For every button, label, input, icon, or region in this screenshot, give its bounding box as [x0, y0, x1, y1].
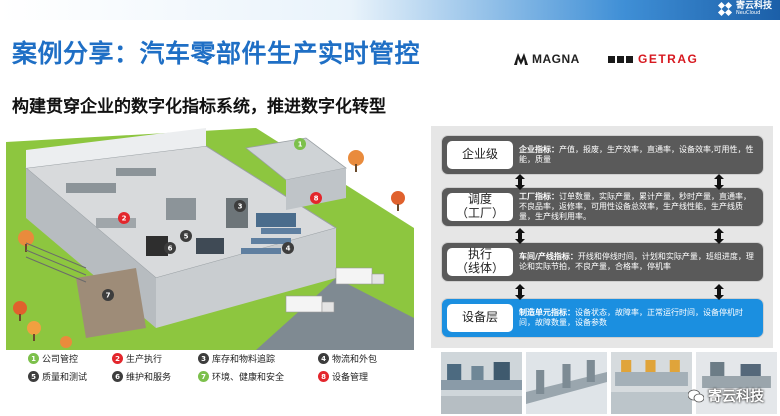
- production-line-photo: [526, 352, 607, 414]
- level-name-box: 设备层: [447, 304, 513, 332]
- legend-item: 4 物流和外包: [318, 352, 418, 365]
- production-line-photo: [696, 352, 777, 414]
- level-text: 开线和停线时间，计划和实际产量，班组进度，理论和实际节拍，不良产量，合格率，停机…: [519, 251, 754, 271]
- legend-item: 5 质量和测试: [28, 370, 112, 383]
- getrag-bars-icon: [608, 55, 633, 63]
- neucloud-logo-icon: [717, 1, 733, 17]
- level-heading: 工厂指标：: [519, 191, 559, 201]
- truck-icons: [285, 267, 385, 313]
- level-text: 产值，报废，生产效率，直通率，设备效率,可用性，性能，质量: [519, 144, 754, 164]
- level-name-box: 调度 （工厂）: [447, 192, 513, 221]
- legend-item: 3 库存和物料追踪: [198, 352, 318, 365]
- level-heading: 企业指标：: [519, 144, 559, 154]
- level-factory: 调度 （工厂） 工厂指标：订单数量，实际产量，累计产量，秒时产量，直通率，不良品…: [441, 187, 764, 227]
- magna-logo-text: MAGNA: [532, 52, 580, 66]
- legend-number: 6: [112, 371, 123, 382]
- legend-number: 1: [28, 353, 39, 364]
- level-description: 车间/产线指标：开线和停线时间，计划和实际产量，班组进度，理论和实际节拍，不良产…: [519, 252, 763, 272]
- factory-illustration: 1 2 3 4 5 6 7 8: [6, 128, 414, 350]
- marker-4: 4: [286, 245, 291, 253]
- marker-8: 8: [314, 195, 319, 203]
- legend-item: 2 生产执行: [112, 352, 198, 365]
- legend-number: 8: [318, 371, 329, 382]
- marker-7: 7: [106, 292, 111, 300]
- watermark-text: 寄云科技: [708, 389, 764, 405]
- level-description: 企业指标：产值，报废，生产效率，直通率，设备效率,可用性，性能，质量: [519, 145, 763, 165]
- marker-5: 5: [184, 233, 189, 241]
- marker-6: 6: [168, 245, 173, 253]
- production-line-photos: [441, 352, 777, 414]
- brand-name-en: NeuCloud: [735, 10, 761, 16]
- level-name-box: 企业级: [447, 141, 513, 169]
- legend-label: 库存和物料追踪: [212, 355, 276, 365]
- level-text: 订单数量，实际产量，累计产量，秒时产量，直通率，不良品率，返修率，可用性设备总效…: [519, 191, 751, 222]
- double-arrow-icon: [515, 228, 525, 244]
- wechat-watermark: 寄云科技: [688, 386, 764, 406]
- double-arrow-icon: [714, 284, 724, 300]
- legend-item: 6 维护和服务: [112, 370, 198, 383]
- factory-markers: 1 2 3 4 5 6 7 8: [102, 138, 322, 301]
- level-device: 设备层 制造单元指标：设备状态，故障率，正常运行时间，设备停机时间，故障数量，设…: [441, 298, 764, 338]
- level-name-box: 执行 （线体）: [447, 247, 513, 276]
- double-arrow-icon: [714, 174, 724, 190]
- legend-label: 设备管理: [332, 373, 369, 383]
- level-heading: 制造单元指标：: [519, 307, 575, 317]
- level-name: 执行 （线体）: [455, 247, 504, 275]
- legend-item: 8 设备管理: [318, 370, 418, 383]
- legend-label: 物流和外包: [332, 355, 378, 365]
- legend-item: 1 公司管控: [28, 352, 112, 365]
- brand-logo: 寄云科技 NeuCloud: [717, 1, 772, 17]
- legend-label: 环境、健康和安全: [212, 373, 285, 383]
- level-name: 设备层: [461, 310, 498, 325]
- legend-label: 维护和服务: [126, 373, 172, 383]
- level-description: 制造单元指标：设备状态，故障率，正常运行时间，设备停机时间，故障数量，设备参数: [519, 308, 763, 328]
- legend-number: 3: [198, 353, 209, 364]
- magna-logo: MAGNA: [514, 52, 580, 66]
- level-heading: 车间/产线指标：: [519, 251, 578, 261]
- level-enterprise: 企业级 企业指标：产值，报废，生产效率，直通率，设备效率,可用性，性能，质量: [441, 135, 764, 175]
- level-name: 调度 （工厂）: [455, 192, 504, 220]
- production-line-photo: [441, 352, 522, 414]
- production-line-photo: [611, 352, 692, 414]
- legend-label: 公司管控: [42, 355, 79, 365]
- level-name: 企业级: [461, 147, 498, 162]
- level-text: 设备状态，故障率，正常运行时间，设备停机时间，故障数量，设备参数: [519, 307, 743, 327]
- top-banner: 寄云科技 NeuCloud: [0, 0, 780, 20]
- marker-2: 2: [122, 215, 127, 223]
- double-arrow-icon: [714, 228, 724, 244]
- slide-subtitle: 构建贯穿企业的数字化指标系统，推进数字化转型: [12, 97, 386, 117]
- legend-item: 7 环境、健康和安全: [198, 370, 318, 383]
- tree-icons: [13, 150, 405, 348]
- brand-name-cn: 寄云科技: [735, 1, 772, 11]
- indicator-hierarchy-panel: 企业级 企业指标：产值，报废，生产效率，直通率，设备效率,可用性，性能，质量 调…: [431, 126, 773, 348]
- legend-number: 5: [28, 371, 39, 382]
- slide-title: 案例分享：汽车零部件生产实时管控: [12, 39, 421, 68]
- legend-label: 质量和测试: [42, 373, 88, 383]
- double-arrow-icon: [515, 174, 525, 190]
- level-description: 工厂指标：订单数量，实际产量，累计产量，秒时产量，直通率，不良品率，返修率，可用…: [519, 192, 763, 223]
- magna-mark-icon: [514, 53, 528, 65]
- wechat-icon: [688, 389, 704, 403]
- double-arrow-icon: [515, 284, 525, 300]
- factory-legend: 1 公司管控 2 生产执行 3 库存和物料追踪 4 物流和外包 5 质量和测试 …: [28, 352, 418, 383]
- getrag-logo: GETRAG: [608, 52, 698, 66]
- legend-number: 2: [112, 353, 123, 364]
- level-line: 执行 （线体） 车间/产线指标：开线和停线时间，计划和实际产量，班组进度，理论和…: [441, 242, 764, 282]
- marker-3: 3: [238, 203, 243, 211]
- marker-1: 1: [298, 141, 303, 149]
- legend-number: 7: [198, 371, 209, 382]
- legend-label: 生产执行: [126, 355, 163, 365]
- legend-number: 4: [318, 353, 329, 364]
- getrag-logo-text: GETRAG: [638, 52, 699, 66]
